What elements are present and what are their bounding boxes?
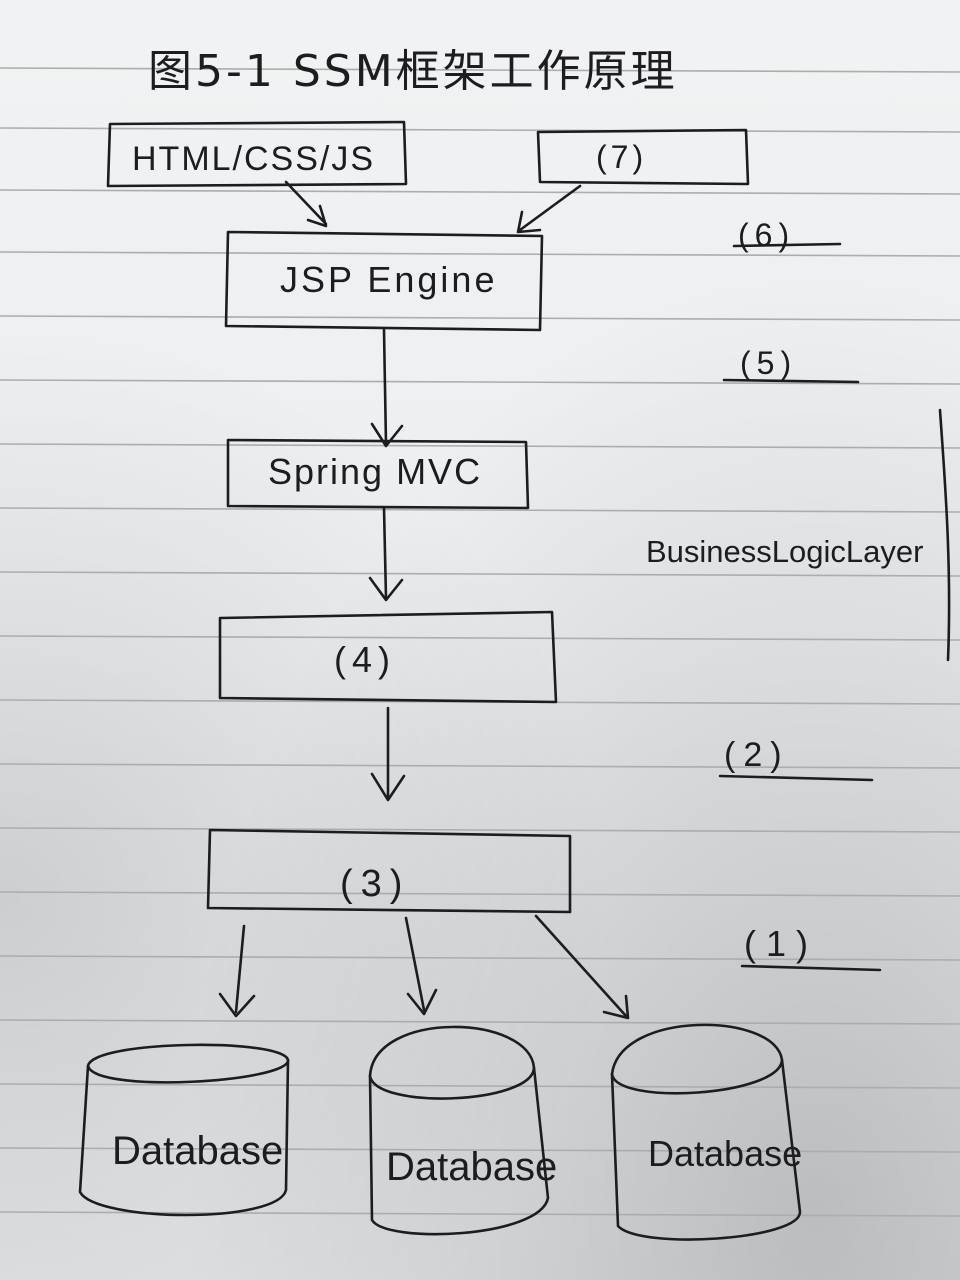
- database-1: Database: [78, 1043, 290, 1217]
- box-7-label: (7): [596, 139, 647, 175]
- box-4-label: (4): [334, 639, 396, 680]
- database-2: Database: [368, 1025, 557, 1236]
- spring-mvc-box: Spring MVC: [226, 438, 530, 510]
- spring-mvc-label: Spring MVC: [268, 451, 482, 492]
- side-label-6: (6): [732, 217, 842, 253]
- diagram-title: 图5-1 SSM框架工作原理: [148, 46, 678, 97]
- html-css-js-box: HTML/CSS/JS: [106, 120, 408, 188]
- box-3: (3): [206, 828, 572, 914]
- side-label-5-text: (5): [740, 345, 797, 381]
- html-css-js-label: HTML/CSS/JS: [132, 140, 375, 178]
- ruled-lines: [0, 67, 960, 1217]
- arrow-3-to-db3: [534, 914, 630, 1020]
- arrow-7-to-jsp: [516, 184, 582, 234]
- arrow-jsp-to-spring: [370, 328, 404, 448]
- database-3: Database: [610, 1023, 802, 1241]
- jsp-engine-box: JSP Engine: [224, 230, 544, 332]
- box-4: (4): [218, 610, 558, 704]
- arrow-3-to-db2: [404, 916, 438, 1016]
- side-label-6-text: (6): [738, 217, 795, 253]
- side-label-5: (5): [722, 345, 860, 384]
- business-logic-layer-text: BusinessLogicLayer: [646, 534, 923, 569]
- arrow-3-to-db1: [218, 924, 256, 1018]
- arrow-spring-to-4: [368, 506, 404, 602]
- jsp-engine-label: JSP Engine: [280, 259, 497, 300]
- box-7: (7): [536, 128, 750, 186]
- arrow-4-to-3: [370, 706, 406, 802]
- business-logic-layer: BusinessLogicLayer: [646, 408, 951, 662]
- side-label-2-text: (2): [724, 736, 790, 774]
- database-2-label: Database: [386, 1145, 557, 1189]
- side-label-2: (2): [718, 736, 874, 782]
- box-3-label: (3): [340, 863, 410, 905]
- side-label-1-text: (1): [744, 923, 818, 964]
- database-3-label: Database: [648, 1133, 802, 1174]
- side-label-1: (1): [740, 923, 882, 972]
- arrow-html-to-jsp: [284, 180, 328, 228]
- database-1-label: Database: [112, 1129, 283, 1173]
